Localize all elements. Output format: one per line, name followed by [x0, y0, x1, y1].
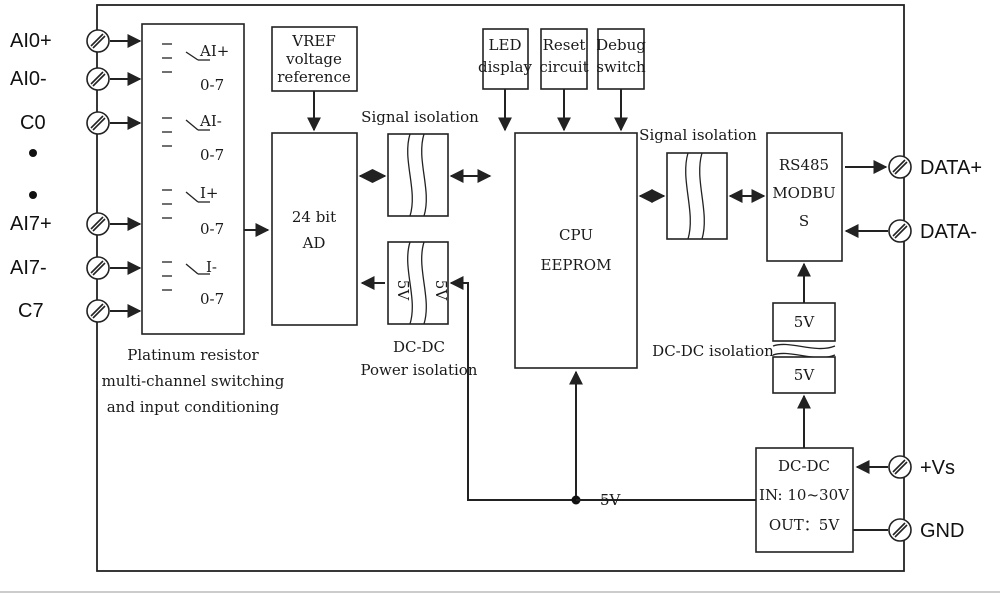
svg-text:multi-channel switching: multi-channel switching [102, 372, 285, 390]
terminal-label-ai7-plus: AI7+ [10, 213, 52, 235]
svg-text:DC-DC: DC-DC [778, 457, 830, 475]
svg-text:voltage: voltage [285, 50, 342, 68]
terminal-label-vs-plus: +Vs [920, 457, 955, 479]
conditioning-block: AI+ 0-7 AI- 0-7 I+ 0-7 [141, 23, 245, 335]
voltage-label: 5V [794, 313, 816, 331]
ellipsis-dot [29, 191, 37, 199]
switch-label: AI+ [199, 42, 229, 60]
ellipsis-dot [29, 149, 37, 157]
voltage-label: 5V [432, 280, 450, 302]
cpu-block: CPU EEPROM [514, 132, 638, 369]
screw-terminal-icon [888, 155, 912, 179]
switch-range: 0-7 [200, 220, 224, 238]
terminal-label-data-minus: DATA- [920, 221, 977, 243]
bus-voltage-label: 5V [600, 491, 622, 509]
signal-isolator-icon [666, 152, 728, 240]
svg-text:DC-DC: DC-DC [393, 338, 445, 356]
output-terminals: DATA+ DATA- +Vs GND [844, 155, 982, 542]
svg-text:IN: 10~30V: IN: 10~30V [759, 486, 850, 504]
switch-range: 0-7 [200, 146, 224, 164]
switch-icon [162, 189, 210, 219]
switch-label: I- [206, 258, 217, 276]
svg-text:24 bit: 24 bit [292, 208, 336, 226]
screw-terminal-icon [86, 256, 110, 280]
switch-label: I+ [200, 184, 219, 202]
conditioning-caption: Platinum resistor multi-channel switchin… [102, 346, 285, 416]
screw-terminal-icon [86, 299, 110, 323]
switch-range: 0-7 [200, 290, 224, 308]
input-terminals: AI0+ AI0- C0 AI7+ AI7- C7 [10, 29, 142, 323]
power-bus-line [449, 276, 576, 501]
switch-icon [162, 261, 210, 291]
dcdc-left-caption: DC-DC Power isolation [361, 338, 478, 379]
terminal-label-ai7-minus: AI7- [10, 257, 47, 279]
svg-text:VREF: VREF [291, 32, 335, 50]
screw-terminal-icon [86, 67, 110, 91]
power-module-block: DC-DC IN: 10~30V OUT：5V [755, 447, 854, 553]
screw-terminal-icon [888, 219, 912, 243]
svg-text:CPU: CPU [559, 226, 593, 244]
signal-isolation-label: Signal isolation [361, 108, 479, 126]
terminal-label-c7: C7 [18, 300, 44, 322]
voltage-label: 5V [794, 366, 816, 384]
switch-icon [162, 43, 210, 73]
svg-text:display: display [478, 58, 532, 76]
vref-block: VREF voltage reference [271, 26, 358, 92]
signal-isolator-icon [387, 133, 449, 217]
switch-icon [162, 117, 210, 147]
adc-block: 24 bit AD [271, 132, 358, 326]
svg-text:EEPROM: EEPROM [541, 256, 612, 274]
switch-range: 0-7 [200, 76, 224, 94]
terminal-label-c0: C0 [20, 112, 46, 134]
svg-text:LED: LED [489, 36, 522, 54]
svg-text:Power isolation: Power isolation [361, 361, 478, 379]
svg-text:switch: switch [596, 58, 646, 76]
screw-terminal-icon [86, 29, 110, 53]
terminal-label-data-plus: DATA+ [920, 157, 982, 179]
voltage-label: 5V [394, 280, 412, 302]
reset-circuit-block: Reset circuit [539, 28, 589, 90]
dcdc-isolator-icon: 5V 5V [772, 302, 836, 394]
led-display-block: LED display [478, 28, 532, 90]
screw-terminal-icon [86, 111, 110, 135]
terminal-label-ai0-minus: AI0- [10, 68, 47, 90]
svg-text:Platinum resistor: Platinum resistor [127, 346, 259, 364]
screw-terminal-icon [888, 518, 912, 542]
svg-text:S: S [799, 212, 809, 230]
svg-text:MODBU: MODBU [772, 184, 835, 202]
switch-label: AI- [199, 112, 222, 130]
terminal-label-ai0-plus: AI0+ [10, 30, 52, 52]
svg-text:RS485: RS485 [779, 156, 829, 174]
terminal-label-gnd: GND [920, 520, 964, 542]
svg-text:reference: reference [277, 68, 351, 86]
screw-terminal-icon [888, 455, 912, 479]
module-border [96, 4, 905, 572]
svg-text:and input conditioning: and input conditioning [107, 398, 280, 416]
rs485-modbus-block: RS485 MODBU S [766, 132, 843, 262]
dcdc-power-isolator: 5V 5V [387, 241, 450, 325]
dcdc-isolation-label: DC-DC isolation [652, 342, 774, 360]
svg-text:OUT：5V: OUT：5V [769, 516, 840, 534]
debug-switch-block: Debug switch [596, 28, 646, 90]
svg-text:circuit: circuit [539, 58, 588, 76]
svg-text:Debug: Debug [596, 36, 646, 54]
signal-isolation-label: Signal isolation [639, 126, 757, 144]
svg-text:Reset: Reset [543, 36, 586, 54]
svg-text:AD: AD [302, 234, 326, 252]
screw-terminal-icon [86, 212, 110, 236]
